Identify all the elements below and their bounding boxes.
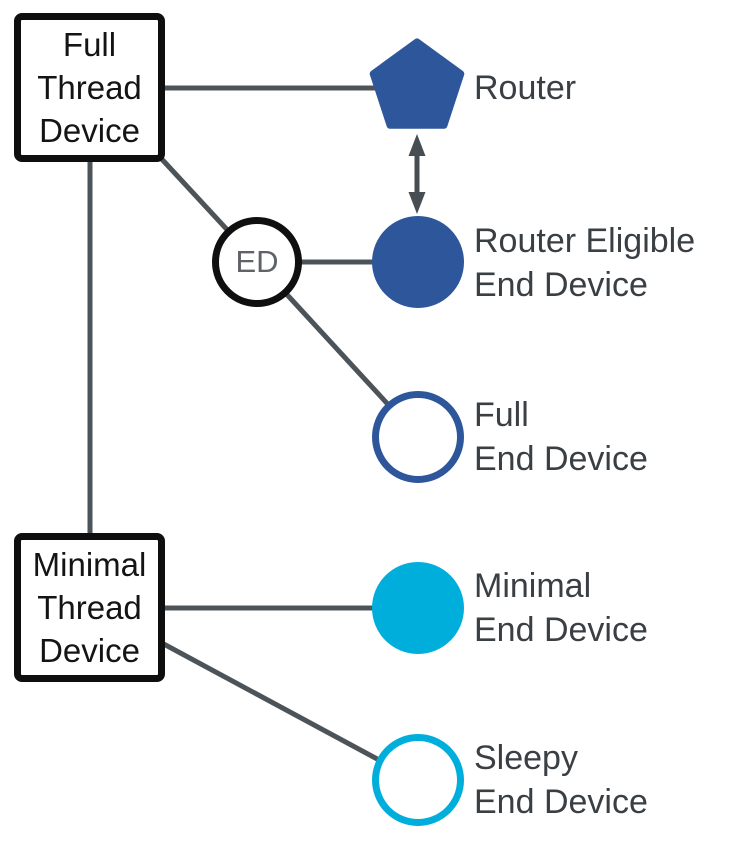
router-label: Router — [474, 66, 576, 110]
sleepy-end-device-circle-icon — [372, 734, 464, 826]
router-label-line1: Router — [474, 69, 577, 107]
sleepy-end-device-label-line1: Sleepy — [474, 739, 578, 777]
minimal-thread-device-label: Minimal Thread Device — [33, 543, 147, 672]
router-eligible-end-device-circle-icon — [372, 216, 464, 308]
minimal-thread-device-box: Minimal Thread Device — [14, 533, 165, 682]
full-thread-device-label: Full Thread Device — [37, 23, 142, 152]
full-end-device-label: Full End Device — [474, 393, 648, 481]
connector-minimaldevice-sleepy-end-device — [158, 639, 420, 784]
minimal-thread-device-label-line3: Device — [39, 632, 140, 669]
minimal-thread-device-label-line2: Thread — [37, 589, 142, 626]
router-reed-double-arrow-icon — [408, 134, 426, 214]
router-eligible-end-device-label-line2: End Device — [474, 266, 648, 304]
minimal-end-device-label-line2: End Device — [474, 611, 648, 649]
minimal-end-device-label: Minimal End Device — [474, 564, 648, 652]
sleepy-end-device-label: Sleepy End Device — [474, 736, 648, 824]
minimal-thread-device-label-line1: Minimal — [32, 546, 147, 583]
router-eligible-end-device-label-line1: Router Eligible — [474, 222, 696, 260]
full-thread-device-box: Full Thread Device — [14, 13, 165, 162]
ed-badge-label: ED — [235, 244, 279, 279]
router-eligible-end-device-label: Router Eligible End Device — [474, 219, 695, 307]
full-end-device-circle-icon — [372, 391, 464, 483]
sleepy-end-device-label-line2: End Device — [474, 783, 648, 821]
full-thread-device-label-line2: Thread — [37, 69, 142, 106]
full-end-device-label-line1: Full — [474, 396, 529, 434]
full-end-device-label-line2: End Device — [474, 440, 648, 478]
minimal-end-device-circle-icon — [372, 562, 464, 654]
arrowhead-down-icon — [408, 192, 426, 214]
router-pentagon-icon — [369, 38, 465, 129]
full-thread-device-label-line1: Full — [62, 26, 117, 63]
minimal-end-device-label-line1: Minimal — [474, 567, 592, 605]
full-thread-device-label-line3: Device — [39, 112, 140, 149]
arrowhead-up-icon — [408, 134, 426, 156]
ed-badge-circle: ED — [212, 217, 302, 307]
